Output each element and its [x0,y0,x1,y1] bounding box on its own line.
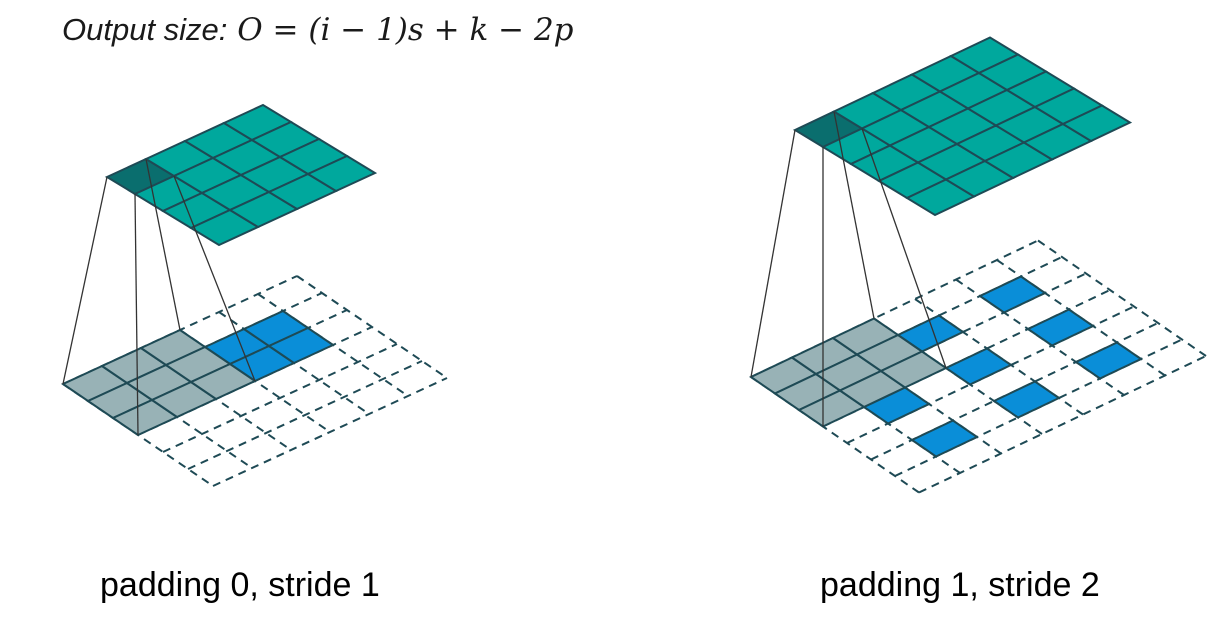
input-grid-line [296,275,448,379]
formula: Output size: O = (i − 1)s + k − 2p [62,12,574,48]
formula-expression: O = (i − 1)s + k − 2p [237,12,574,48]
input-cell [992,380,1061,419]
projection-line [145,158,181,331]
input-grid-line [918,355,1207,494]
panel-padding-0-stride-1 [60,103,448,487]
input-cell [910,419,979,458]
projection-line [750,129,796,378]
input-grid-line [212,377,448,487]
projection-line [173,175,256,382]
input-cell [266,326,336,365]
projection-line [134,193,139,436]
input-cell [1074,341,1143,380]
input-grid-line [750,239,1039,378]
formula-lead: Output size: [62,12,228,47]
output-cell [305,154,378,193]
input-grid-line [162,343,398,453]
input-cell [944,347,1013,386]
panel-padding-1-stride-2 [749,36,1207,494]
projection-line [62,176,108,385]
projection-line [861,128,947,369]
projection-line [833,111,875,319]
input-grid-line [1037,239,1207,357]
input-cell [978,275,1047,314]
output-cell [1060,104,1133,143]
input-cell [1026,308,1095,347]
caption-right: padding 1, stride 2 [820,566,1100,604]
input-grid-line [187,360,423,470]
caption-left: padding 0, stride 1 [100,566,380,604]
